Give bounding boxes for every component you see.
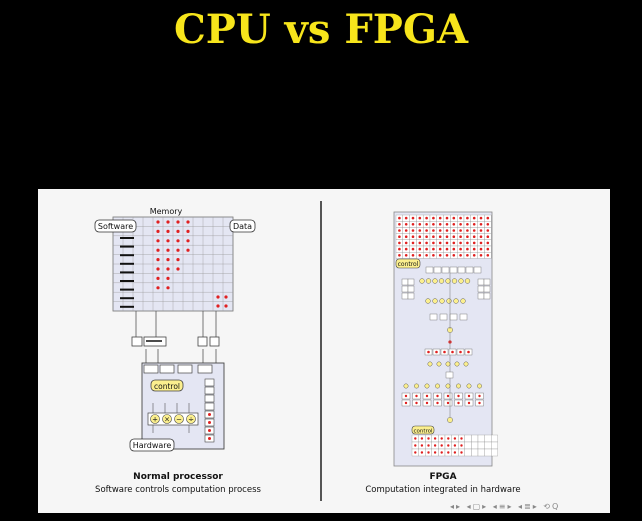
fpga-control-top-label: control bbox=[398, 261, 419, 268]
register-column bbox=[204, 378, 215, 443]
cpu-control-label: control bbox=[154, 382, 180, 391]
hardware-label: Hardware bbox=[133, 441, 172, 450]
diagram-svg: Memory Software Data bbox=[94, 201, 498, 501]
memory-grid bbox=[112, 216, 234, 312]
search-icon[interactable]: ⟲Q bbox=[543, 502, 561, 511]
cpu-diagram: Memory Software Data bbox=[94, 207, 256, 452]
software-label: Software bbox=[98, 222, 133, 231]
memory-bus bbox=[135, 311, 217, 365]
memory-label: Memory bbox=[150, 207, 183, 216]
svg-text:+: + bbox=[152, 416, 158, 424]
software-instructions bbox=[120, 237, 134, 308]
fpga-diagram: control control bbox=[393, 211, 498, 467]
cpu-caption-subtitle: Software controls computation process bbox=[95, 485, 261, 495]
slide-title: CPU vs FPGA bbox=[173, 6, 469, 53]
data-label: Data bbox=[233, 222, 252, 231]
fpga-caption-subtitle: Computation integrated in hardware bbox=[365, 485, 521, 495]
diagram-panel: Memory Software Data bbox=[38, 189, 610, 513]
fpga-output-grid bbox=[411, 434, 498, 457]
subsection-icon[interactable]: ◂≣▸ bbox=[518, 502, 539, 511]
fpga-memory-grid bbox=[395, 214, 492, 259]
cpu-caption-title: Normal processor bbox=[133, 472, 223, 482]
slide-navigation[interactable]: ◂▸ ◂▢▸ ◂≡▸ ◂≣▸ ⟲Q bbox=[450, 502, 560, 511]
svg-text:÷: ÷ bbox=[188, 416, 194, 424]
section-icon[interactable]: ◂≡▸ bbox=[492, 502, 514, 511]
svg-text:−: − bbox=[176, 416, 182, 424]
alu-operators: + ×−÷ bbox=[150, 414, 196, 424]
svg-text:×: × bbox=[164, 416, 170, 424]
memory-data-dots bbox=[156, 220, 228, 308]
frame-icon[interactable]: ◂▢▸ bbox=[466, 502, 489, 511]
fpga-logic-blocks bbox=[401, 266, 491, 423]
fpga-control-bottom-label: control bbox=[413, 429, 433, 435]
fpga-caption-title: FPGA bbox=[429, 472, 457, 482]
prev-icon[interactable]: ◂▸ bbox=[450, 502, 463, 511]
